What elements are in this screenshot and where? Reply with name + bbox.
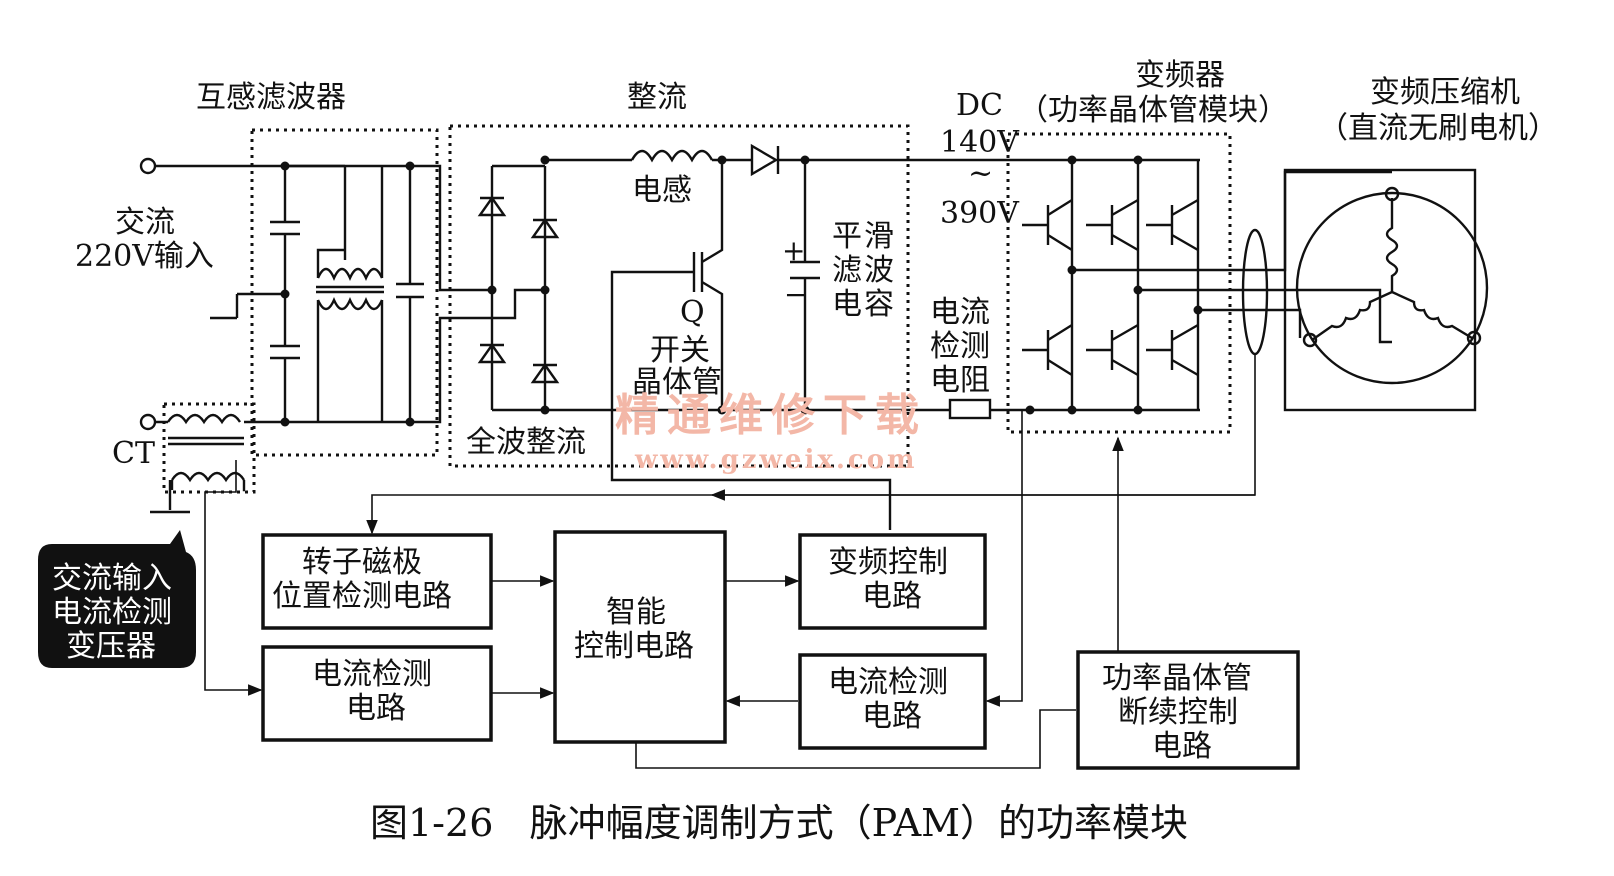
inverter-junctions xyxy=(1025,155,1203,415)
ac-terminal-bottom xyxy=(139,413,157,431)
block-smart-line-1: 智能 xyxy=(606,595,666,630)
ct-transformer xyxy=(150,413,246,514)
ground-symbol xyxy=(210,292,285,320)
label-sense-2: 检测 xyxy=(930,329,990,364)
motor-frame xyxy=(1283,168,1477,412)
label-rectification: 整流 xyxy=(627,80,687,115)
current-clamp-ring xyxy=(1241,228,1269,356)
label-inverter-compressor: 变频压缩机 xyxy=(1370,75,1520,110)
label-dc: DC xyxy=(956,88,1003,123)
block-vf-control xyxy=(798,533,987,630)
block-power-line-3: 电路 xyxy=(1152,729,1212,764)
label-ac-input: 交流 xyxy=(115,205,175,240)
block-smart-line-2: 控制电路 xyxy=(574,629,694,664)
callout-bubble xyxy=(38,530,196,668)
label-inverter-sub: （功率晶体管模块） xyxy=(1018,93,1288,128)
filter-cap-right xyxy=(396,166,424,422)
motor-stator-circle xyxy=(1295,191,1489,385)
label-switch-2: 晶体管 xyxy=(632,365,722,400)
inverter-dashed-box xyxy=(1006,132,1232,434)
filter-junctions xyxy=(280,161,415,427)
cap-plus: + xyxy=(782,234,805,267)
callout-line-3: 变压器 xyxy=(66,629,156,664)
signal-lines xyxy=(204,354,1256,769)
callout-line-2: 电流检测 xyxy=(52,595,172,630)
ct-dashed-box xyxy=(162,402,256,494)
block-current-a-line-2: 电路 xyxy=(346,691,406,726)
inverter-igbt-bridge xyxy=(1022,160,1200,410)
block-vf-line-2: 电路 xyxy=(862,579,922,614)
label-bldc-motor: （直流无刷电机） xyxy=(1318,111,1558,146)
block-current-b-line-1: 电流检测 xyxy=(828,665,948,700)
label-smooth-2: 滤 xyxy=(832,253,862,288)
switch-transistor-q xyxy=(610,160,892,530)
label-ac-220v: 220V输入 xyxy=(75,239,214,274)
cap-minus: − xyxy=(784,278,807,311)
rectifier-dashed-box xyxy=(448,124,910,468)
label-smooth-5: 波 xyxy=(864,253,894,288)
label-switch-1: 开关 xyxy=(650,333,710,368)
watermark-text: 精通维修下载 xyxy=(615,390,927,441)
label-smooth-4: 滑 xyxy=(864,219,894,254)
block-rotor-line-2: 位置检测电路 xyxy=(272,579,452,614)
bottom-rail-junctions xyxy=(717,405,810,415)
filter-dashed-box xyxy=(250,128,439,457)
label-dc-140v: 140V xyxy=(940,125,1020,160)
label-sense-1: 电流 xyxy=(930,295,990,330)
block-current-detect-b xyxy=(798,653,987,750)
block-power-line-2: 断续控制 xyxy=(1118,695,1238,730)
label-smooth-6: 容 xyxy=(864,287,894,322)
ac-terminal-top xyxy=(139,157,157,175)
block-smart-control xyxy=(553,530,727,744)
block-current-b-line-2: 电路 xyxy=(862,699,922,734)
motor-windings xyxy=(1302,186,1482,348)
figure-caption: 图1-26 脉冲幅度调制方式（PAM）的功率模块 xyxy=(370,801,1188,845)
rectifier-junctions xyxy=(487,155,550,415)
block-current-a-line-1: 电流检测 xyxy=(312,657,432,692)
rectifier-input-wires xyxy=(410,164,545,424)
label-mutual-inductance-filter: 互感滤波器 xyxy=(196,80,346,115)
label-smooth-3: 电 xyxy=(832,287,862,322)
inverter-outputs xyxy=(1072,170,1392,344)
label-full-wave-rectifier: 全波整流 xyxy=(466,425,586,460)
block-vf-line-1: 变频控制 xyxy=(828,545,948,580)
inductor-symbol xyxy=(630,149,742,163)
filter-coil xyxy=(285,164,384,422)
label-sense-3: 电阻 xyxy=(930,363,990,398)
watermark-url: www.gzweix.com xyxy=(634,445,918,475)
block-power-transistor-control xyxy=(1076,650,1300,770)
block-power-line-1: 功率晶体管 xyxy=(1102,661,1252,696)
smoothing-capacitor xyxy=(790,160,820,410)
callout-line-1: 交流输入 xyxy=(52,561,172,596)
label-smooth-1: 平 xyxy=(832,219,862,254)
label-q: Q xyxy=(680,295,705,330)
diode-symbol xyxy=(742,143,905,177)
label-inverter: 变频器 xyxy=(1135,58,1225,93)
label-dc-tilde: ~ xyxy=(968,156,993,191)
label-inductor: 电感 xyxy=(632,173,692,208)
label-ct: CT xyxy=(112,436,155,471)
current-sense-resistor xyxy=(948,398,992,420)
block-rotor-line-1: 转子磁极 xyxy=(302,545,422,580)
